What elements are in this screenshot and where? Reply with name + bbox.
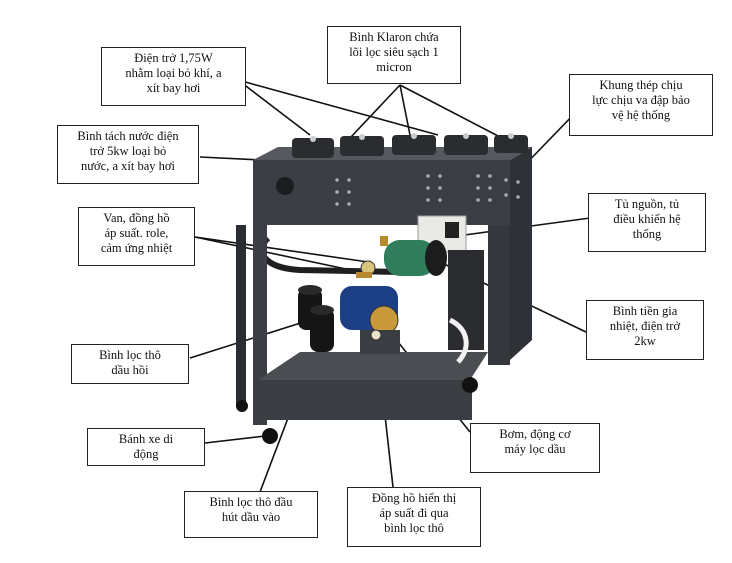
frame-leg-left [253, 225, 267, 425]
leader-wheels [204, 435, 266, 444]
wheels [236, 377, 478, 444]
pump-motor [340, 286, 400, 354]
frame-front-panel [253, 160, 510, 225]
klaron-1 [292, 138, 334, 158]
leader-resistor-2 [237, 79, 439, 136]
leader-valve-2 [194, 236, 369, 263]
preheater-valve [380, 236, 388, 246]
valve-body [356, 272, 372, 278]
label-resistor: Điện trở 1,75W nhằm loại bỏ khí, a xít b… [101, 47, 246, 106]
klaron-4 [444, 135, 488, 155]
leader-klaron-3 [399, 84, 501, 138]
label-control-cabinet: Tủ nguồn, tủ điều khiển hệ thống [588, 193, 706, 252]
preheater-body [384, 240, 436, 276]
preheater-tank [380, 236, 447, 276]
wheel-back-left [236, 400, 248, 412]
white-hose [448, 317, 469, 364]
coarse-filter-intake [310, 308, 334, 352]
frame-base [258, 352, 488, 380]
label-coarse-filter-intake: Bình lọc thô đầu hút dầu vào [184, 491, 318, 538]
valve-cluster [356, 260, 376, 278]
frame-side-panel [510, 147, 532, 360]
leader-coarse-return [189, 319, 311, 359]
klaron-canisters [292, 133, 528, 158]
klaron-5 [494, 135, 528, 153]
label-pressure-gauge: Đồng hồ hiển thị áp suất đi qua bình lọc… [347, 487, 481, 547]
control-cabinet [417, 215, 484, 350]
preheater-cap [425, 240, 447, 276]
leader-klaron-2 [399, 84, 411, 136]
leader-resistor-1 [237, 79, 311, 136]
leader-klaron-1 [349, 84, 401, 139]
label-coarse-filter-return: Bình lọc thô dầu hồi [71, 344, 189, 384]
leader-valve-1 [194, 236, 361, 273]
leader-separator [199, 156, 263, 161]
label-wheels: Bánh xe di động [87, 428, 205, 466]
frame-leg-right [488, 225, 510, 365]
control-cabinet-switch [445, 222, 459, 238]
label-preheater: Bình tiền gia nhiệt, điện trở 2kw [586, 300, 704, 360]
coarse-filters [298, 285, 334, 352]
label-pump-motor: Bơm, động cơ máy lọc dầu [470, 423, 600, 473]
label-klaron: Bình Klaron chứa lõi lọc siêu sạch 1 mic… [327, 26, 461, 84]
label-valve: Van, đồng hồ áp suất. role, cảm ứng nhiệ… [78, 207, 195, 266]
wheel-front-left [262, 428, 278, 444]
wheel-front-right [462, 377, 478, 393]
frame-base-front [258, 380, 472, 420]
pressure-gauge-dial [370, 329, 382, 341]
panel-vent-dots [335, 174, 520, 206]
klaron-3 [392, 135, 436, 155]
klaron-2 [340, 136, 384, 156]
pump-coupling [369, 305, 399, 335]
frame-hole [276, 177, 294, 195]
label-frame: Khung thép chịu lực chịu va đập bảo vệ h… [569, 74, 713, 136]
label-separator: Bình tách nước điện trở 5kw loại bỏ nước… [57, 125, 199, 184]
frame-leg-back [236, 225, 246, 405]
